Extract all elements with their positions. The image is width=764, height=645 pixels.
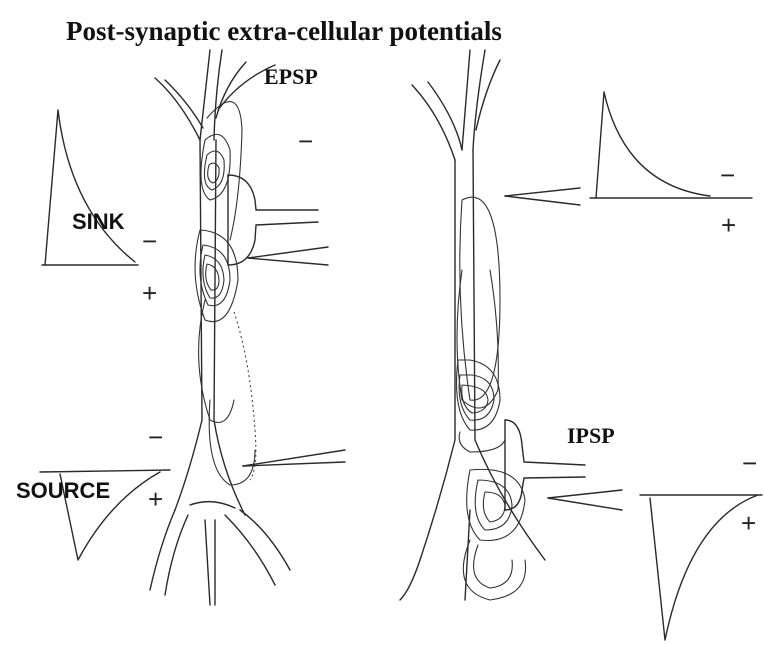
left-synapse-wedge <box>248 247 328 258</box>
minus-sign: − <box>742 448 757 478</box>
epsp-waveform <box>45 110 135 265</box>
epsp-label: EPSP <box>264 64 318 89</box>
left-axon-upper <box>228 222 318 265</box>
right-upper-waveform <box>596 92 710 198</box>
plus-sign: + <box>721 210 736 240</box>
minus-sign: − <box>720 160 735 190</box>
right-current-loop <box>459 432 505 452</box>
sink-label: SINK <box>72 209 125 234</box>
minus-sign: − <box>148 422 163 452</box>
right-trunk <box>420 160 455 560</box>
diagram-title: Post-synaptic extra-cellular potentials <box>66 16 502 46</box>
plus-sign: + <box>142 278 157 308</box>
right-synapse-wedge <box>548 490 622 498</box>
left-dendrite-branch <box>155 78 200 140</box>
left-trunk <box>175 140 202 510</box>
left-current-loop <box>206 264 219 290</box>
left-soma-base <box>190 502 235 508</box>
right-current-loop <box>483 492 505 522</box>
left-dendrite-branch <box>165 80 203 128</box>
left-dendrite-branch <box>200 50 210 140</box>
minus-sign: − <box>298 126 313 156</box>
right-basal-dendrite <box>400 560 420 600</box>
minus-sign: − <box>142 226 157 256</box>
right-neuron <box>400 50 762 640</box>
right-dendrite-branch <box>428 82 462 150</box>
ipsp-label: IPSP <box>567 423 615 448</box>
right-dendrite-branch <box>462 50 470 150</box>
left-dendrite-branch <box>216 62 246 118</box>
left-current-loop <box>208 163 219 183</box>
left-synapse-wedge <box>248 258 328 265</box>
left-basal-dendrite <box>225 515 275 585</box>
left-dendrite-branch <box>214 50 222 140</box>
source-label: SOURCE <box>16 478 110 503</box>
right-upper-wedge <box>505 188 580 196</box>
right-basal-dendrite <box>465 510 470 600</box>
right-current-loop <box>475 480 512 530</box>
right-dendrite-branch <box>473 50 485 150</box>
plus-sign: + <box>741 508 756 538</box>
right-current-loop <box>474 545 513 588</box>
right-dendrite-branch <box>476 60 500 130</box>
plus-sign: + <box>148 484 163 514</box>
right-current-loop <box>463 540 525 600</box>
right-upper-wedge <box>505 196 580 205</box>
source-baseline <box>40 470 170 472</box>
left-basal-dendrite <box>150 510 175 590</box>
left-current-loop <box>209 400 255 485</box>
left-axon-upper <box>228 175 318 210</box>
left-current-loop-dashed <box>234 312 256 480</box>
right-dendrite-branch <box>412 85 455 160</box>
right-current-loop <box>459 375 494 420</box>
left-basal-dendrite <box>205 520 210 605</box>
right-synapse-wedge <box>548 498 622 510</box>
